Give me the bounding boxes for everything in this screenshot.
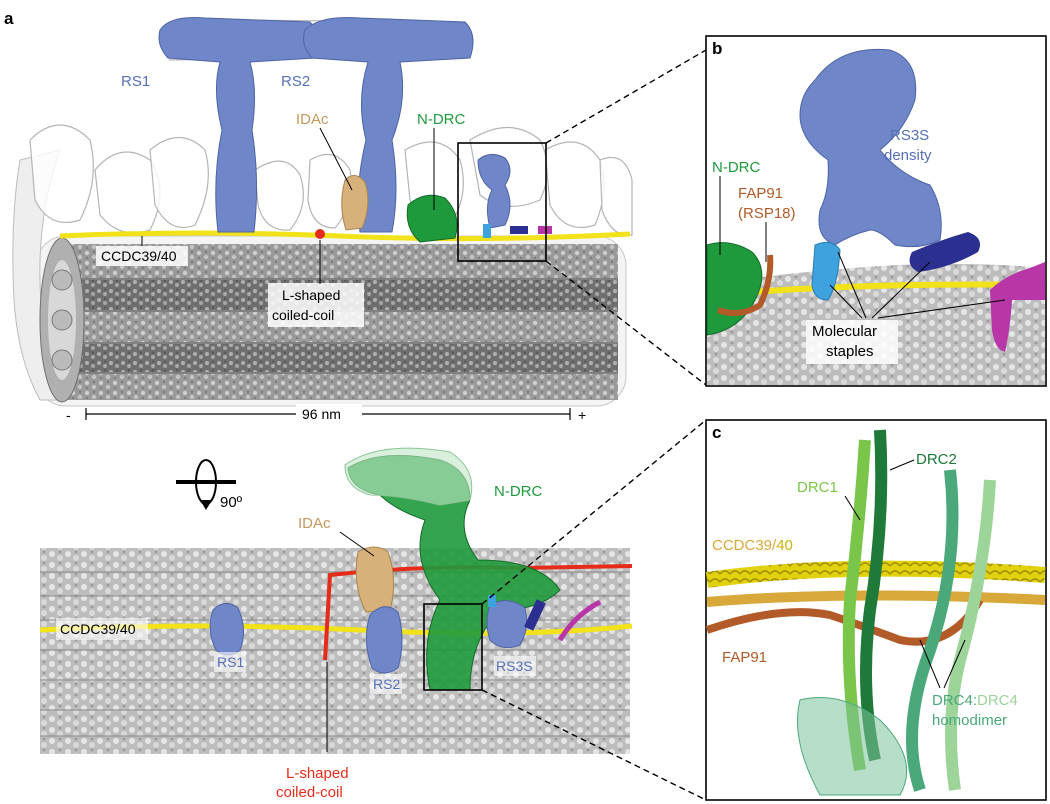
scale-bar (85, 404, 571, 424)
label-ndrc: N-DRC (417, 111, 465, 128)
staple-blue-bottom (488, 595, 496, 607)
label-c-drc1: DRC1 (797, 479, 838, 496)
rs3s-density-bottom (486, 600, 528, 649)
staple-blue-small (483, 224, 491, 238)
label-b-rs3s-1: RS3S (890, 127, 929, 144)
label-idac: IDAc (296, 111, 329, 128)
label-rs2-bottom: RS2 (373, 676, 400, 692)
panel-c: c DRC2 DRC1 CCDC39/40 FAP91 DRC4:DRC4 ho… (705, 419, 1047, 801)
leader-idac (319, 127, 353, 191)
label-b-staples-2: staples (826, 343, 874, 360)
idac-density (341, 175, 369, 231)
staple-navy-bottom (524, 599, 546, 631)
scale-label: 96 nm (302, 406, 341, 422)
label-c-drc4: DRC4:DRC4 (932, 692, 1018, 709)
panel-b-staple-blue (811, 241, 841, 301)
label-lshaped-bottom-1: L-shaped (286, 765, 349, 782)
inset-line-c-top (481, 419, 707, 605)
label-bg-b-staples (806, 320, 898, 364)
panel-c-letter: c (712, 423, 721, 442)
label-ndrc-bottom: N-DRC (494, 483, 542, 500)
panel-c-ccdc-helix (705, 560, 1046, 588)
panel-b-staple-navy (909, 232, 981, 272)
label-c-ccdc: CCDC39/40 (712, 537, 793, 554)
label-bg-rs1-bottom (214, 652, 246, 672)
panel-a-bottom: 90º ID (39, 419, 707, 801)
rs1-density-bottom (209, 603, 244, 656)
panel-c-fap91 (705, 597, 984, 646)
staple-magenta-bottom (557, 599, 602, 642)
leaders-b-staples (829, 251, 1006, 319)
panel-a-letter: a (4, 9, 14, 28)
label-bg-lshaped (268, 283, 364, 327)
label-b-ndrc: N-DRC (712, 159, 760, 176)
inset-box-c (423, 603, 483, 691)
rs3s-density-small (477, 154, 511, 229)
panel-b-fap91 (716, 254, 774, 317)
label-lshaped-2: coiled-coil (272, 307, 334, 323)
panel-b-staple-magenta (990, 262, 1045, 352)
leader-c-drc4-a (919, 639, 941, 689)
staple-navy-small (510, 226, 528, 234)
label-c-ccdc-b: 40 (776, 537, 793, 554)
panel-c-drc4-a (906, 469, 959, 792)
inset-line-b-bottom (545, 260, 707, 386)
label-c-ccdc-a: CCDC39/ (712, 537, 777, 554)
label-bg-rs2-bottom (370, 674, 402, 694)
label-c-drc4-a: DRC4 (932, 692, 973, 709)
label-c-drc4-sep: : (973, 692, 977, 709)
label-c-fap91: FAP91 (722, 649, 767, 666)
inset-box-b (457, 142, 547, 262)
ndrc-envelope-bottom (344, 447, 473, 506)
rotation-icon (176, 459, 236, 510)
label-rs1-bottom: RS1 (217, 654, 244, 670)
lshaped-coiled-coil-top (315, 229, 325, 239)
leader-c-drc4-b (943, 639, 966, 689)
leader-c-drc2 (889, 459, 915, 471)
rs2-density (303, 17, 474, 233)
label-c-homodimer: homodimer (932, 712, 1007, 729)
panel-c-drc4-b (945, 479, 996, 791)
label-rs2: RS2 (281, 73, 310, 90)
leader-idac-bottom (339, 531, 375, 557)
leader-c-drc1 (844, 495, 861, 521)
panel-b-letter: b (712, 39, 722, 58)
idac-density-bottom (355, 546, 394, 613)
rs2-density-bottom (366, 606, 403, 674)
label-ccdc-bottom: CCDC39/40 (60, 621, 136, 637)
ndrc-density (406, 194, 458, 243)
staple-magenta-small (538, 226, 552, 234)
label-idac-bottom: IDAc (298, 515, 331, 532)
label-c-drc4-b: DRC4 (977, 692, 1018, 709)
scale-plus: + (578, 407, 586, 423)
label-lshaped-1: L-shaped (282, 287, 340, 303)
panel-c-ccdc-helix-orange (706, 590, 1046, 607)
label-b-fap91-1: FAP91 (738, 185, 783, 202)
label-bg-ccdc-bottom (56, 618, 148, 640)
label-rs3s-bottom: RS3S (496, 658, 533, 674)
label-c-drc2: DRC2 (916, 451, 957, 468)
inset-line-b-top (545, 49, 707, 144)
label-bg-ccdc (96, 246, 188, 266)
label-bg-rs3s-bottom (494, 656, 536, 676)
label-b-rs3s-2: density (884, 147, 932, 164)
panel-c-drc4-base (797, 697, 908, 796)
ccdc39-40-strand (59, 230, 631, 242)
label-b-fap91-2: (RSP18) (738, 205, 796, 222)
panel-b: b RS3S density N-DRC FAP91 (RSP18) Molec… (705, 35, 1047, 387)
label-rs1: RS1 (121, 73, 150, 90)
rotation-label: 90º (220, 494, 243, 511)
label-ccdc: CCDC39/40 (101, 248, 177, 264)
scale-minus: - (66, 407, 71, 423)
label-lshaped-bottom-2: coiled-coil (276, 784, 343, 801)
panel-a-top: a (4, 9, 707, 424)
panel-b-rs3s-density (799, 48, 942, 248)
label-b-staples-1: Molecular (812, 323, 877, 340)
inset-line-c-bottom (481, 689, 707, 801)
